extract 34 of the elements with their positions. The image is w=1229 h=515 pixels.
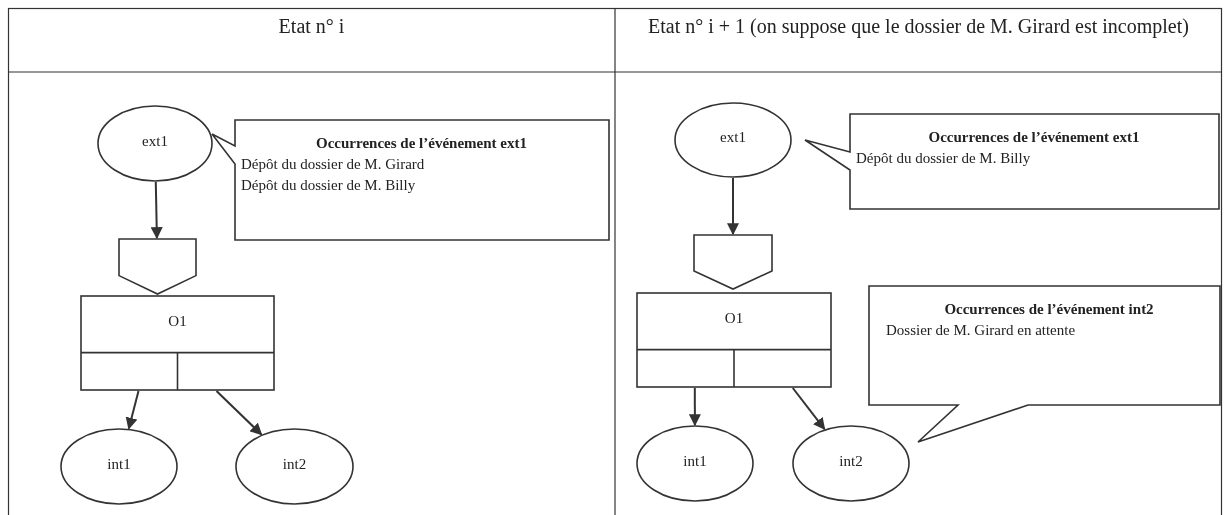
event-label: int1: [683, 452, 707, 470]
operation-label: O1: [724, 310, 744, 327]
event-ellipse: [792, 425, 910, 502]
callout-heading: Occurrences de l’événement ext1: [927, 128, 1141, 147]
arrow: [727, 177, 739, 236]
callout-line: Dépôt du dossier de M. Girard: [241, 155, 426, 174]
column-header: Etat n° i: [277, 14, 346, 38]
callout-line: Dépôt du dossier de M. Billy: [856, 149, 1032, 168]
callout-line: Dossier de M. Girard en attente: [886, 321, 1077, 340]
event-label: int2: [282, 455, 307, 473]
operation-label: O1: [168, 313, 187, 330]
callout-box: [804, 113, 1220, 210]
callout-line: Dépôt du dossier de M. Billy: [241, 176, 417, 195]
callout-box: [868, 285, 1220, 443]
column-header: Etat n° i + 1 (on suppose que le dossier de M. Girard est incomplet): [647, 14, 1190, 38]
callout-heading: Occurrences de l’événement int2: [943, 300, 1155, 319]
event-label: int1: [107, 455, 131, 473]
event-ellipse: [97, 105, 213, 182]
callout-heading: Occurrences de l’événement ext1: [315, 134, 528, 153]
event-ellipse: [235, 428, 354, 505]
event-ellipse: [636, 425, 754, 502]
event-ellipse: [60, 428, 178, 505]
callout-box: [211, 119, 610, 241]
event-label: ext1: [720, 129, 746, 146]
arrow: [791, 387, 826, 431]
arrow: [688, 387, 701, 427]
event-ellipse: [674, 102, 792, 178]
event-label: int2: [839, 452, 863, 470]
arrow: [125, 390, 140, 430]
arrow: [150, 181, 163, 240]
event-label: ext1: [142, 132, 168, 150]
synchronization-pentagon: [693, 234, 773, 290]
arrow: [215, 390, 263, 436]
operation-box: [636, 292, 832, 388]
